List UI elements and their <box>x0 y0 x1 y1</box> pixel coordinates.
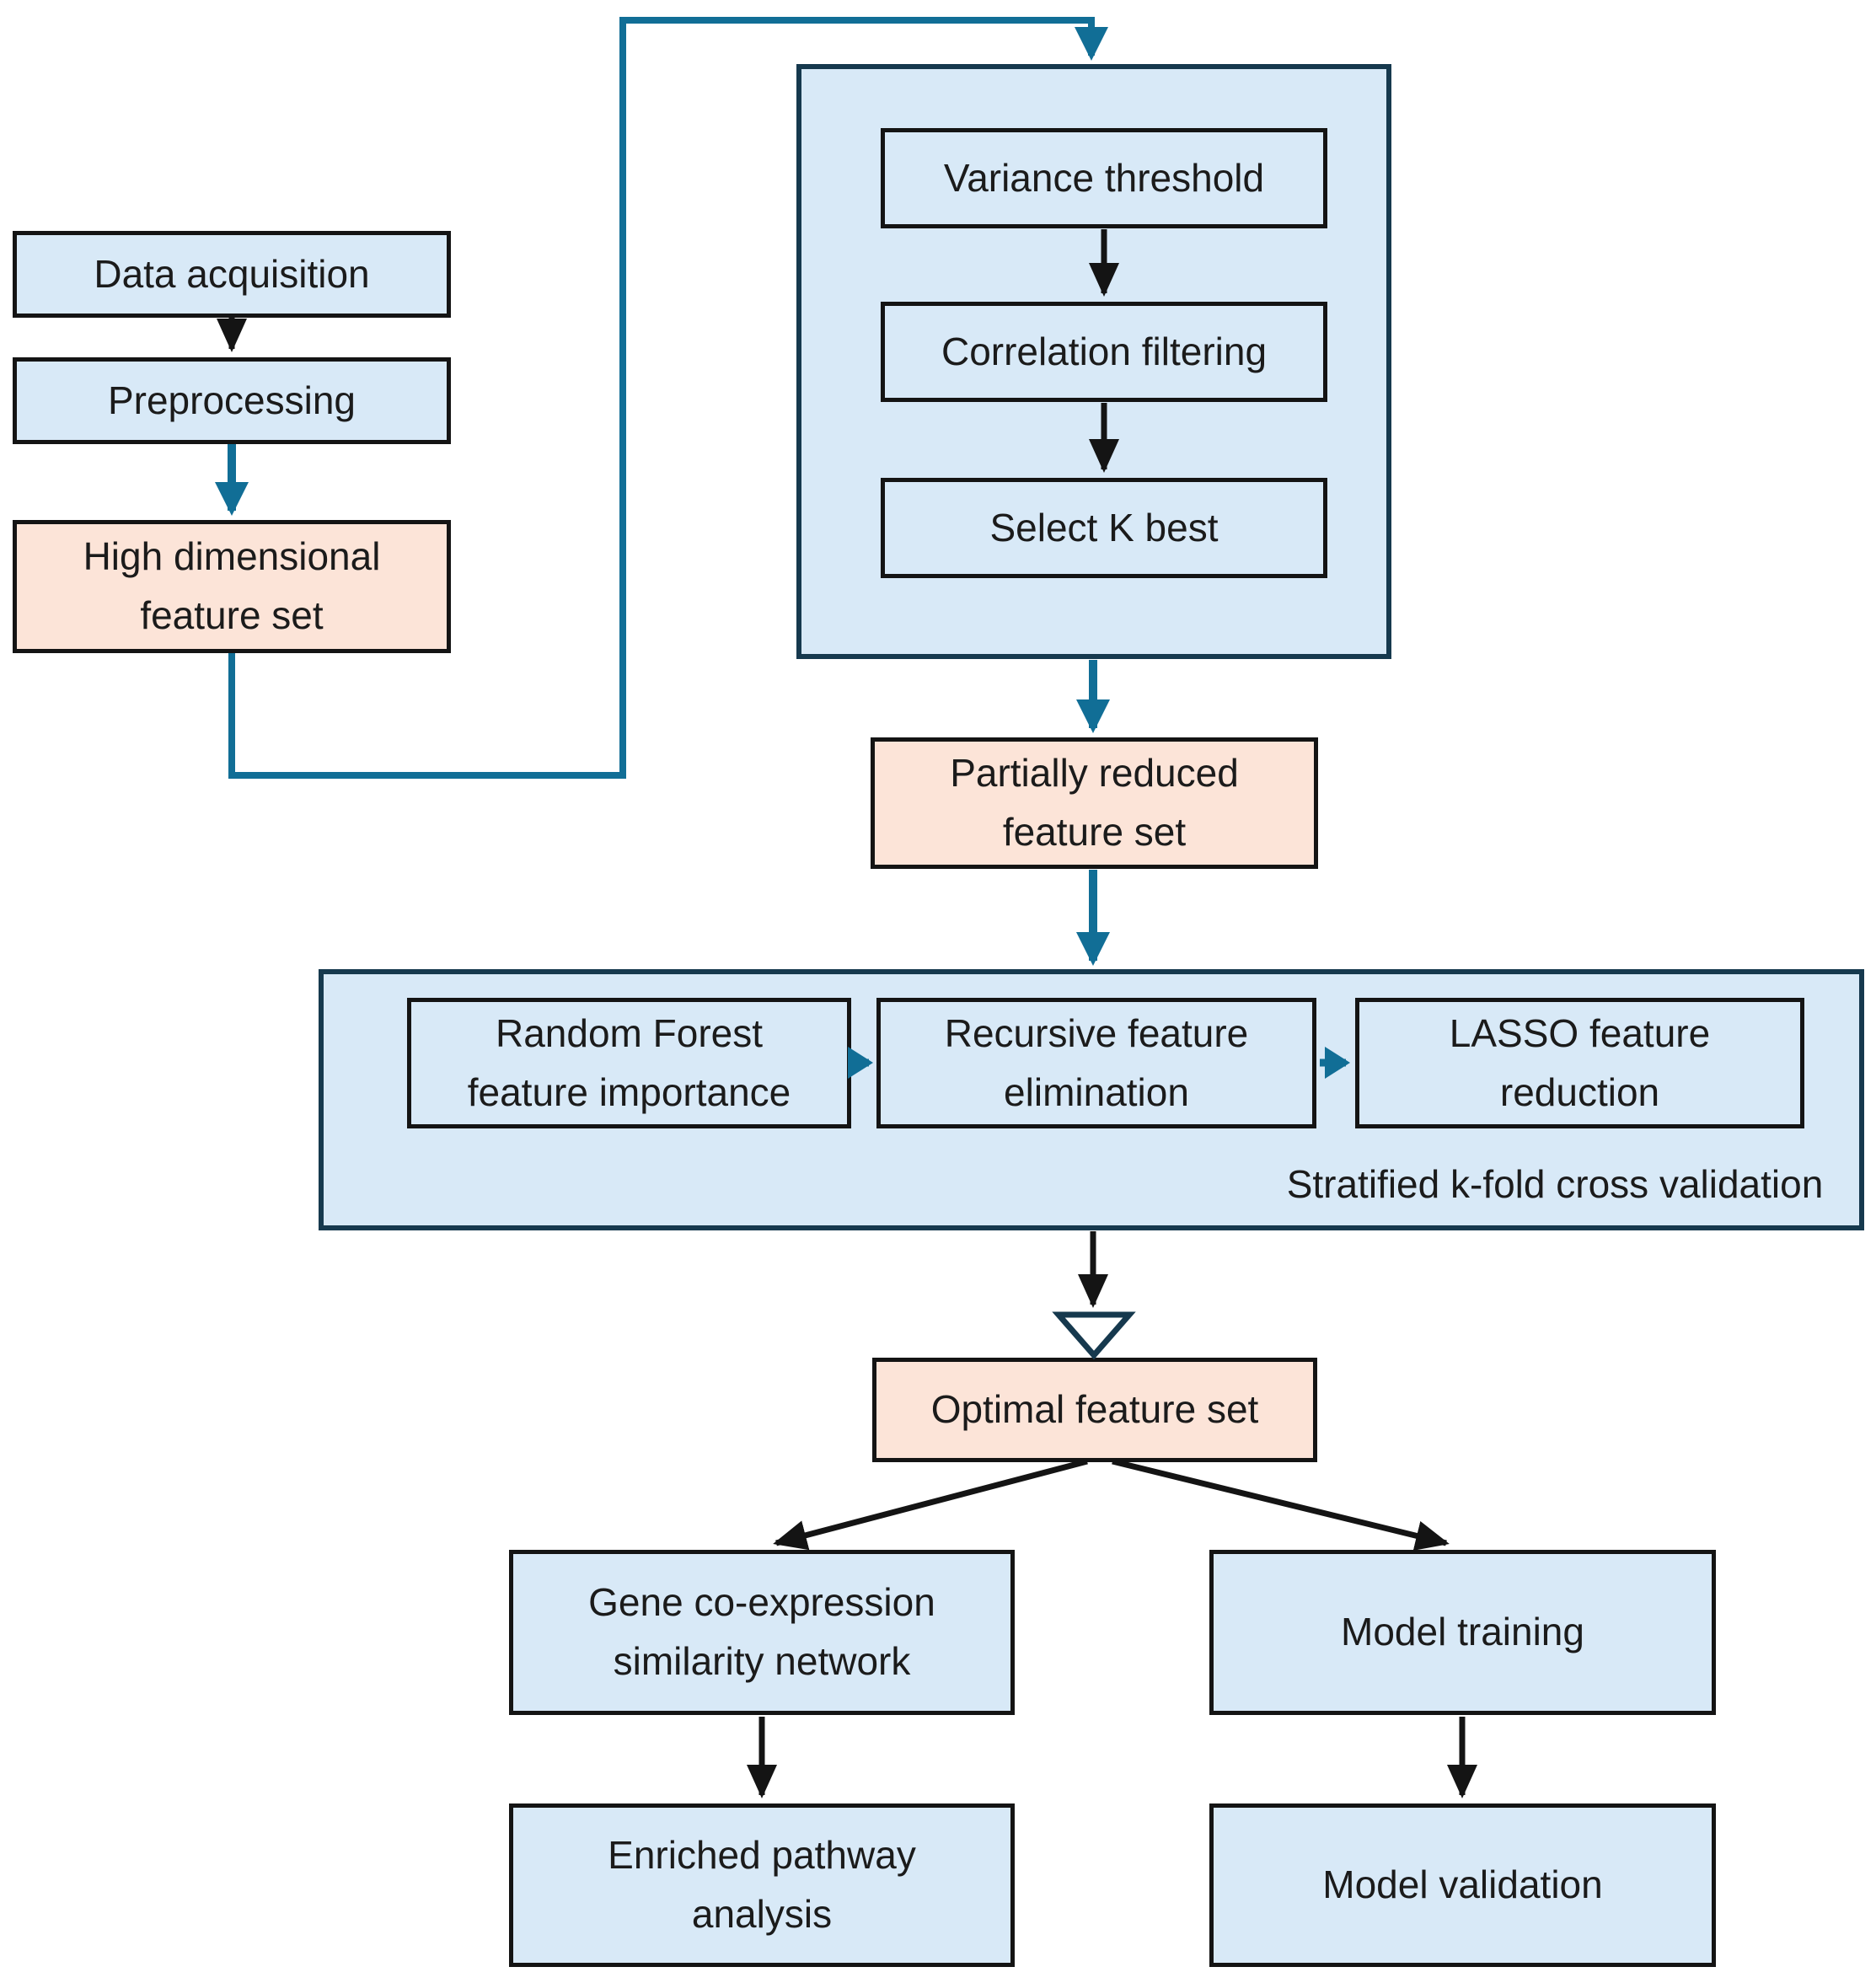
node-lasso-feature-reduction: LASSO feature reduction <box>1355 998 1804 1128</box>
node-gene-coexpression-similarity-network: Gene co-expression similarity network <box>509 1550 1015 1715</box>
node-variance-threshold: Variance threshold <box>881 128 1327 228</box>
node-model-validation: Model validation <box>1209 1803 1716 1967</box>
node-correlation-filtering: Correlation filtering <box>881 302 1327 402</box>
node-model-training: Model training <box>1209 1550 1716 1715</box>
arrow-optimal-to-gene-network-icon <box>773 1458 1088 1551</box>
node-select-k-best: Select K best <box>881 478 1327 578</box>
node-high-dimensional-feature-set: High dimensional feature set <box>13 520 451 653</box>
node-random-forest-feature-importance: Random Forest feature importance <box>407 998 851 1128</box>
node-data-acquisition: Data acquisition <box>13 231 451 318</box>
node-recursive-feature-elimination: Recursive feature elimination <box>876 998 1316 1128</box>
hollow-triangle-icon <box>1052 1311 1136 1360</box>
label-stratified-kfold-cross-validation: Stratified k-fold cross validation <box>1286 1162 1824 1206</box>
node-optimal-feature-set: Optimal feature set <box>872 1358 1317 1462</box>
arrow-optimal-to-model-training-icon <box>1112 1458 1450 1551</box>
node-partially-reduced-feature-set: Partially reduced feature set <box>871 737 1318 869</box>
node-enriched-pathway-analysis: Enriched pathway analysis <box>509 1803 1015 1967</box>
node-preprocessing: Preprocessing <box>13 357 451 444</box>
